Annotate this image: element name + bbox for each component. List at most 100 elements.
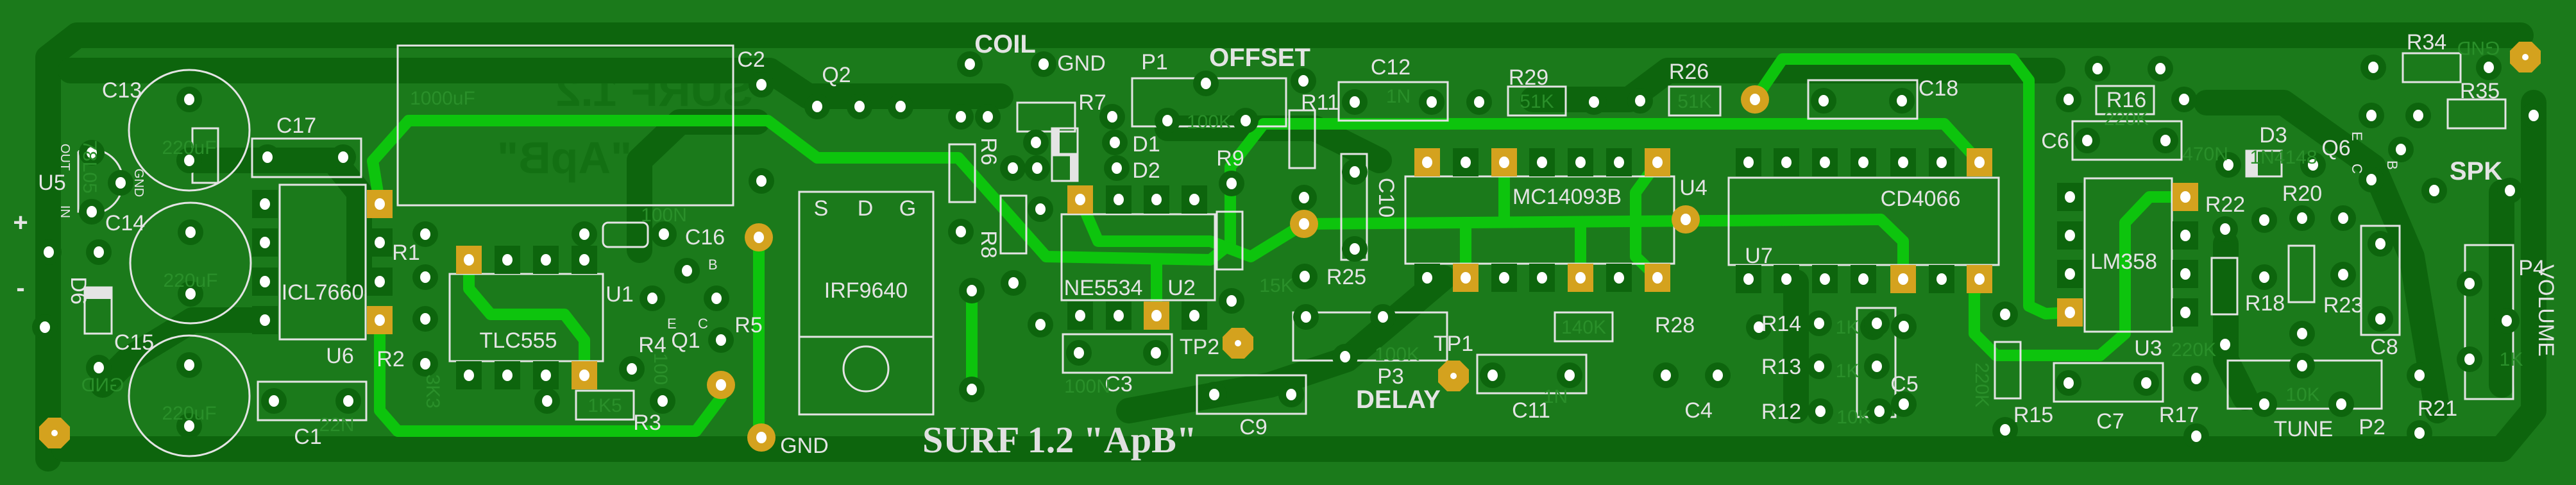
pad-hole	[1114, 310, 1124, 321]
pad-hole	[983, 111, 993, 123]
u4-ref: U4	[1679, 176, 1707, 200]
u2-outline	[1060, 213, 1216, 302]
pad-hole	[185, 288, 196, 300]
r28-value: 140K	[1561, 317, 1606, 338]
tune-label: TUNE	[2274, 417, 2334, 441]
pad-hole	[1537, 272, 1547, 284]
r13-value: 1K	[1836, 361, 1860, 382]
r13-ref: R13	[1761, 355, 1801, 379]
pad-hole	[1189, 310, 1199, 321]
c6-ref: C6	[2041, 129, 2069, 153]
pad-hole	[895, 101, 906, 112]
c15-outline	[128, 334, 251, 457]
minus-label: -	[16, 274, 24, 302]
pad-hole	[1872, 318, 1882, 329]
pad-hole	[579, 254, 589, 266]
pad-hole	[1652, 272, 1663, 284]
pad-hole	[1589, 96, 1599, 108]
pad-hole	[1564, 370, 1575, 381]
r26-value: 51K	[1677, 91, 1711, 112]
c10-ref: C10	[1374, 178, 1398, 217]
pad-hole	[184, 94, 194, 105]
r25-ref: R25	[1326, 265, 1366, 289]
pad-hole	[184, 155, 194, 166]
pad-hole	[502, 254, 513, 266]
pad-hole	[1635, 95, 1645, 106]
pad-hole	[854, 101, 865, 112]
pad-hole	[1858, 273, 1868, 285]
pad-hole	[756, 432, 767, 443]
r7-ref: R7	[1078, 90, 1106, 115]
pad-hole	[1614, 157, 1624, 168]
p4-ref: P4	[2518, 256, 2545, 280]
pad-hole	[51, 430, 58, 436]
c15-ref: C15	[114, 330, 154, 355]
r14-value: 1K	[1836, 317, 1860, 338]
pad-hole	[1974, 273, 1985, 285]
r21-ref: R21	[2418, 396, 2457, 421]
pad-hole	[185, 226, 196, 238]
r15-ref: R15	[2013, 403, 2053, 427]
c9-ref: C9	[1239, 415, 1267, 439]
pad-hole	[1422, 157, 1432, 168]
pad-hole	[2065, 230, 2075, 241]
pad-hole	[420, 228, 430, 240]
r28-outline	[1554, 311, 1614, 343]
r23-outline	[2287, 244, 2316, 303]
pad-hole	[2180, 307, 2190, 318]
c14-outline	[129, 201, 252, 325]
r7-outline	[1016, 101, 1076, 133]
pad-hole	[1898, 157, 1908, 168]
c2-ref: C2	[737, 47, 765, 72]
pad-hole	[1614, 272, 1624, 284]
c14-value: 220uF	[163, 270, 217, 291]
pad-hole	[2180, 230, 2190, 241]
r20-ref: R20	[2282, 182, 2322, 206]
pad-hole	[1286, 389, 1296, 400]
u3-outline	[2083, 177, 2173, 333]
p2-ref: P2	[2359, 415, 2385, 439]
pad-hole	[1226, 295, 1237, 307]
pad-hole	[1032, 162, 1042, 174]
u5-out: OUT	[58, 144, 72, 171]
c8-ref: C8	[2370, 335, 2398, 359]
r26-ref: R26	[1669, 60, 1709, 84]
p3-ref: P3	[1377, 364, 1404, 389]
u7-ref: U7	[1745, 244, 1772, 268]
r17-ref: R17	[2159, 403, 2199, 427]
c1-ref: C1	[294, 425, 321, 449]
c2-value: 1000uF	[410, 88, 475, 109]
pad-hole	[716, 379, 726, 391]
r35-outline	[2446, 98, 2507, 130]
pad-hole	[1936, 157, 1947, 168]
q6-ref: Q6	[2321, 136, 2350, 160]
r11-outline	[1288, 109, 1316, 169]
pad-hole	[375, 237, 385, 248]
r34-outline	[2402, 52, 2462, 83]
c6-value: 470N	[2182, 144, 2228, 165]
pad-hole	[1209, 389, 1219, 400]
pad-hole	[967, 285, 977, 296]
pads	[32, 42, 2546, 452]
pad-hole	[711, 293, 722, 304]
c15-value: 220uF	[162, 403, 216, 424]
pad-hole	[2063, 94, 2074, 105]
c1-value: 22N	[319, 414, 354, 436]
pad-hole	[1743, 273, 1754, 285]
pad-hole	[1298, 75, 1309, 87]
r18-outline	[2210, 257, 2239, 316]
r26-outline	[1668, 85, 1722, 117]
c11-outline	[1476, 353, 1588, 395]
r8-ref: R8	[976, 230, 1001, 258]
pad-hole	[1814, 361, 1824, 372]
coil-gnd-label: GND	[1057, 51, 1106, 76]
pad-hole	[1299, 218, 1309, 230]
c7-outline	[2053, 362, 2164, 403]
pad-hole	[2529, 110, 2539, 121]
r25-value: 15K	[1259, 275, 1293, 296]
pad-hole	[1974, 157, 1985, 168]
pad-hole	[1874, 405, 1885, 417]
pad-hole	[1461, 272, 1471, 284]
pad-hole	[44, 246, 54, 258]
pad-hole	[1300, 271, 1310, 282]
